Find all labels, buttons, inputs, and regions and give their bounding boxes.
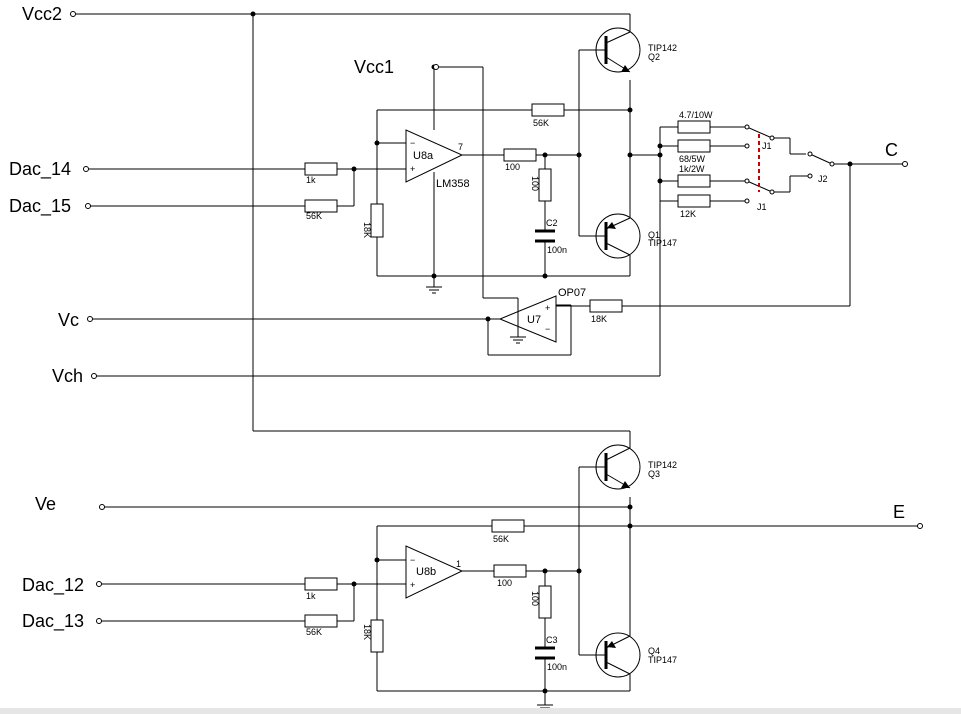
label-j1-b: J1: [757, 202, 767, 212]
label-vc: Vc: [58, 310, 79, 330]
upper-wires: [73, 13, 905, 448]
resistor-18k-upper: [370, 203, 384, 238]
label-pin1: 1: [456, 559, 461, 569]
capacitor-c3: [535, 646, 555, 660]
label-r-4-7-10w: 4.7/10W: [679, 110, 713, 120]
label-q2: Q2: [648, 52, 660, 62]
label-e: E: [893, 502, 905, 522]
label-u7: U7: [527, 314, 541, 326]
label-u7-plus: +: [545, 303, 550, 313]
resistor-1k-2w: [677, 174, 711, 188]
label-u8b: U8b: [416, 566, 436, 578]
label-dac15: Dac_15: [9, 196, 71, 217]
label-plus-u8a: +: [410, 164, 415, 174]
label-r-1k-2w: 1k/2W: [679, 164, 705, 174]
transistor-q4: [595, 632, 641, 678]
label-vcc1: Vcc1: [354, 57, 394, 77]
resistor-1k-upper: [304, 162, 338, 176]
label-r-1k-lower: 1k: [306, 591, 316, 601]
upper-component-labels: U8a LM358 7 − + 1k 56K 18K 56K 100 100 C…: [306, 43, 677, 334]
resistor-12k: [677, 194, 711, 208]
resistor-56k-feedback-lower: [491, 519, 525, 533]
ground-symbol-u8a: [426, 286, 442, 294]
label-r-1k-upper: 1k: [306, 175, 316, 185]
label-r-18k-lower: 18K: [362, 624, 372, 640]
label-r-56k-fb-lower: 56K: [493, 534, 509, 544]
resistor-56k-input-lower: [304, 614, 338, 628]
label-q1: Q1: [648, 230, 660, 240]
label-dac12: Dac_12: [22, 575, 84, 596]
label-ve: Ve: [35, 494, 56, 514]
label-q3: Q3: [648, 469, 660, 479]
opamp-u7: [498, 295, 557, 343]
label-u7-minus: −: [545, 324, 550, 334]
label-c2-val: 100n: [547, 245, 567, 255]
lower-wires: [99, 466, 920, 705]
transistor-q2: [595, 27, 641, 73]
label-r-100-h-lower: 100: [497, 578, 512, 588]
label-j1-a: J1: [762, 141, 772, 151]
opamp-u8b: [405, 545, 464, 599]
label-pin7: 7: [458, 142, 463, 152]
ground-symbol-u7: [510, 298, 526, 344]
label-c2: C2: [546, 218, 558, 228]
label-r-56k-input-lower: 56K: [306, 627, 322, 637]
resistor-68-5w: [677, 139, 711, 153]
label-u8a: U8a: [413, 150, 434, 162]
label-r-56k-fb-upper: 56K: [533, 118, 549, 128]
label-q2-type: TIP142: [648, 43, 677, 53]
label-q4: Q4: [648, 646, 660, 656]
resistor-100-h-upper: [503, 148, 537, 162]
resistor-18k-u7: [589, 299, 623, 313]
label-r-12k: 12K: [680, 209, 696, 219]
capacitor-c2: [535, 229, 555, 243]
label-r-100-v-lower: 100: [530, 591, 540, 606]
resistors: [304, 103, 711, 653]
label-q3-type: TIP142: [648, 460, 677, 470]
load-labels: 4.7/10W 68/5W 1k/2W 12K J1 J1 J2: [679, 110, 828, 219]
label-r-18k-u7: 18K: [591, 314, 607, 324]
label-r-100-h-upper: 100: [505, 162, 520, 172]
resistor-56k-input-upper: [304, 199, 338, 213]
lower-component-labels: U8b 1 − + 1k 56K 18K 56K 100 100 C3 100n…: [306, 460, 677, 672]
bottom-border: [0, 708, 961, 714]
net-labels: Vcc2 Vcc1 Dac_14 Dac_15 Vc Vch Ve Dac_12…: [9, 4, 905, 632]
label-r-68-5w: 68/5W: [679, 154, 706, 164]
label-minus-u8a: −: [410, 138, 415, 148]
opamp-u8a: [405, 129, 464, 183]
resistor-100-v-lower: [538, 585, 552, 619]
label-c3-val: 100n: [547, 662, 567, 672]
label-q1-type: TIP147: [648, 238, 677, 248]
label-c: C: [885, 140, 898, 160]
label-op07: OP07: [558, 287, 586, 299]
transistor-q3: [595, 444, 641, 490]
transistor-q1: [595, 213, 641, 259]
resistor-100-v-upper: [538, 168, 552, 202]
label-r-56k-input-upper: 56K: [306, 211, 322, 221]
label-minus-u8b: −: [410, 555, 415, 565]
label-c3: C3: [546, 635, 558, 645]
terminals: [70, 11, 923, 624]
resistor-100-h-lower: [493, 564, 527, 578]
label-vch: Vch: [52, 366, 83, 386]
resistor-4-7-10w: [677, 120, 711, 134]
label-j2: J2: [818, 174, 828, 184]
label-r-18k-upper: 18K: [362, 222, 372, 238]
label-plus-u8b: +: [410, 580, 415, 590]
resistor-56k-feedback-upper: [531, 103, 565, 117]
label-lm358: LM358: [436, 178, 470, 190]
label-dac13: Dac_13: [22, 611, 84, 632]
label-q4-type: TIP147: [648, 655, 677, 665]
label-r-100-v-upper: 100: [530, 176, 540, 191]
resistor-1k-lower: [304, 577, 338, 591]
label-dac14: Dac_14: [9, 159, 71, 180]
label-vcc2: Vcc2: [22, 4, 62, 24]
resistor-18k-lower: [370, 619, 384, 653]
